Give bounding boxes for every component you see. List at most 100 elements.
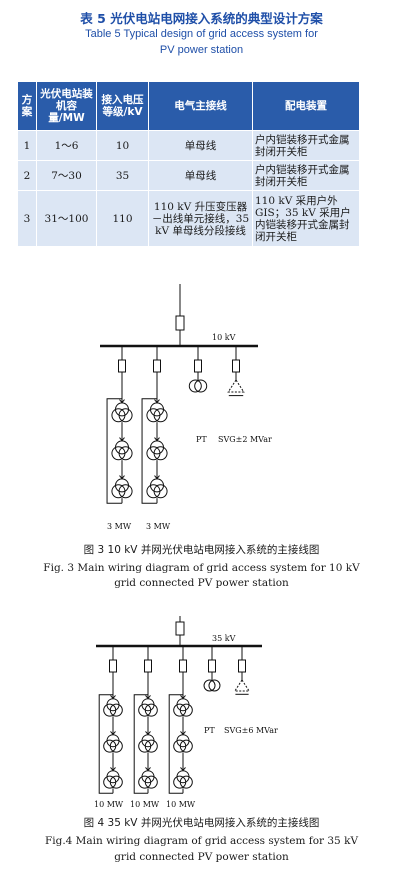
fig3-bus-label: 10 kV [212,333,236,342]
fig4-unit-label-2: 10 MW [130,800,160,809]
table-row: 2 7～30 35 单母线 户内铠装移开式金属封闭开关柜 [17,160,360,191]
fig4-bus-label: 35 kV [212,634,236,643]
table-cell: 110 kV 采用户外GIS；35 kV 采用户内铠装移开式金属封闭开关柜 [252,190,360,247]
fig4-feeders [98,646,251,794]
table-cell: 110 kV 升压变压器－出线单元接线，35 kV 单母线分段接线 [148,190,253,247]
ring-connection [141,398,157,504]
ring-connection [168,694,183,794]
fig3-pt-label: PT [196,435,207,444]
table-cell: 35 [96,160,149,191]
transformer-winding [146,408,161,423]
transformer-winding [153,484,168,499]
transformer-winding [138,775,152,789]
pt-winding [188,379,202,393]
table-title-en-line2: PV power station [159,44,244,56]
header-voltage: 接入电压等级/kV [96,81,149,131]
fig4-unit-label-3: 10 MW [166,800,196,809]
transformer-winding [144,775,158,789]
transformer-winding [109,703,123,717]
transformer-winding [118,446,133,461]
table-cell: 单母线 [148,160,253,191]
table-cell: 3 [17,190,37,247]
breaker-symbol [194,359,202,373]
transformer-winding [138,739,152,753]
breaker-symbol [144,659,152,673]
ring-connection [133,694,148,794]
breaker-symbol [118,359,126,373]
table-cell: 1 [17,130,37,161]
table-cell: 户内铠装移开式金属封闭开关柜 [252,160,360,191]
transformer-winding [144,703,158,717]
ring-connection [106,398,122,504]
fig3-unit-label-2: 3 MW [146,522,171,531]
transformer-winding [118,408,133,423]
fig4-unit-label-1: 10 MW [94,800,124,809]
fig3-incoming-line [175,284,185,346]
transformer-winding [173,703,187,717]
header-scheme: 方案 [17,81,37,131]
transformer-winding [109,739,123,753]
svg-compensator-symbol [233,679,251,692]
transformer-winding [144,739,158,753]
table-row: 3 31～100 110 110 kV 升压变压器－出线单元接线，35 kV 单… [17,190,360,247]
fig4-caption-cn: 图 4 35 kV 并网光伏电站电网接入系统的主接线图 [83,817,320,829]
table-cell: 单母线 [148,130,253,161]
design-table: 方案 光伏电站装机容量/MW 接入电压等级/kV 电气主接线 配电装置 1 1～… [17,81,360,247]
breaker-symbol [232,359,240,373]
table-cell: 户内铠装移开式金属封闭开关柜 [252,130,360,161]
ring-connection [98,694,113,794]
table-cell: 1～6 [36,130,97,161]
fig3-caption-cn: 图 3 10 kV 并网光伏电站电网接入系统的主接线图 [83,544,320,556]
fig3-wiring-diagram: 10 kV PT SVG±2 MVar 3 MW 3 MW [100,284,272,531]
fig4-wiring-diagram: 35 kV PT SVG±6 MVar 10 MW 10 MW 10 MW [94,616,278,809]
transformer-winding [103,739,117,753]
transformer-winding [179,739,193,753]
fig3-feeders [106,346,245,504]
fig3-svg-label: SVG±2 MVar [218,435,272,444]
fig4-pt-label: PT [204,726,215,735]
transformer-winding [146,484,161,499]
transformer-winding [153,446,168,461]
transformer-winding [109,775,123,789]
transformer-winding [103,703,117,717]
table-cell: 10 [96,130,149,161]
transformer-winding [179,775,193,789]
fig4-svg-label: SVG±6 MVar [224,726,278,735]
table-header-row: 方案 光伏电站装机容量/MW 接入电压等级/kV 电气主接线 配电装置 [17,81,360,131]
transformer-winding [179,703,193,717]
pt-winding [194,379,208,393]
transformer-winding [138,703,152,717]
transformer-winding [111,408,126,423]
svg-compensator-symbol [227,379,245,393]
breaker-symbol [179,659,187,673]
transformer-winding [111,484,126,499]
header-switchgear: 配电装置 [252,81,360,131]
pt-winding [203,679,216,692]
transformer-winding [173,775,187,789]
header-main-wiring: 电气主接线 [148,81,253,131]
transformer-winding [111,446,126,461]
fig3-caption-en-line1: Fig. 3 Main wiring diagram of grid acces… [43,562,360,574]
fig4-incoming-line [175,616,185,646]
transformer-winding [103,775,117,789]
transformer-winding [118,484,133,499]
table-title-en-line1: Table 5 Typical design of grid access sy… [85,28,318,40]
transformer-winding [153,408,168,423]
breaker-symbol [208,659,216,673]
breaker-symbol [238,659,246,673]
table-row: 1 1～6 10 单母线 户内铠装移开式金属封闭开关柜 [17,130,360,161]
fig4-caption-en-line2: grid connected PV power station [114,851,289,863]
header-capacity: 光伏电站装机容量/MW [36,81,97,131]
fig3-unit-label-1: 3 MW [107,522,132,531]
fig3-caption-en-line2: grid connected PV power station [114,577,289,589]
table-cell: 2 [17,160,37,191]
breaker-symbol [153,359,161,373]
fig4-caption-en-line1: Fig.4 Main wiring diagram of grid access… [44,835,359,847]
breaker-symbol [109,659,117,673]
transformer-winding [173,739,187,753]
table-cell: 7～30 [36,160,97,191]
transformer-winding [146,446,161,461]
pt-winding [208,679,221,692]
table-cell: 31～100 [36,190,97,247]
